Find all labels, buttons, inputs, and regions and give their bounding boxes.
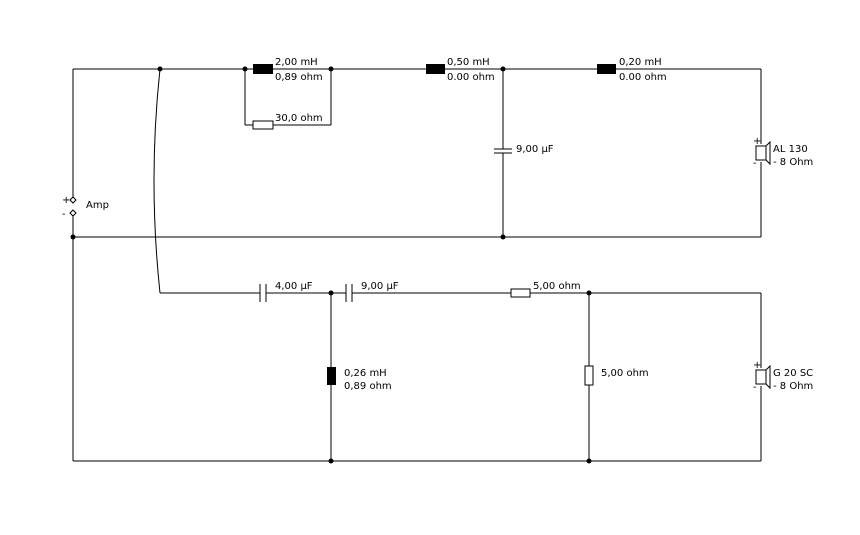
resistor-icon[interactable] xyxy=(584,365,594,386)
amp-minus-sign: - xyxy=(62,209,66,220)
inductor-l3-value: 0,20 mH xyxy=(619,57,662,68)
speaker-woofer-impedance: - 8 Ohm xyxy=(773,381,813,392)
inductor-l3-resistance: 0.00 ohm xyxy=(619,72,667,83)
inductor-l3[interactable]: 0,20 mH 0.00 ohm xyxy=(597,57,667,83)
inductor-shunt-resistance: 0,89 ohm xyxy=(344,381,392,392)
junction-node xyxy=(500,234,506,240)
amp-label: Amp xyxy=(86,200,109,211)
inductor-icon[interactable] xyxy=(327,367,336,385)
speaker-cone-icon xyxy=(765,364,771,390)
junction-node xyxy=(242,66,248,72)
junction-node xyxy=(586,458,592,464)
speaker-plus-sign: + xyxy=(753,360,761,371)
junction-node xyxy=(328,290,334,296)
inductor-l1-resistance: 0,89 ohm xyxy=(275,72,323,83)
speaker-minus-sign: - xyxy=(753,382,757,393)
capacitor-shunt[interactable]: 9,00 µF xyxy=(494,144,554,155)
junction-node xyxy=(328,458,334,464)
resistor-parallel-value: 30,0 ohm xyxy=(275,113,323,124)
junction-node xyxy=(157,66,163,72)
junction-node xyxy=(500,66,506,72)
speaker-minus-sign: - xyxy=(753,158,757,169)
inductor-l1[interactable]: 2,00 mH 0,89 ohm xyxy=(253,57,323,83)
inductor-icon[interactable] xyxy=(426,64,445,74)
inductor-shunt[interactable]: 0,26 mH 0,89 ohm xyxy=(327,367,392,392)
speaker-icon[interactable] xyxy=(755,369,767,385)
resistor-icon[interactable] xyxy=(252,120,274,130)
inductor-icon[interactable] xyxy=(253,64,273,74)
junction-node xyxy=(586,290,592,296)
capacitor-c1-value: 4,00 µF xyxy=(275,281,313,292)
inductor-l2-resistance: 0.00 ohm xyxy=(447,72,495,83)
resistor-series[interactable]: 5,00 ohm xyxy=(510,281,581,298)
capacitor-c1[interactable]: 4,00 µF xyxy=(259,281,313,302)
speaker-tweeter[interactable]: + - AL 130 - 8 Ohm xyxy=(753,136,813,169)
inductor-l2-value: 0,50 mH xyxy=(447,57,490,68)
amp-plus-terminal-icon[interactable] xyxy=(69,196,77,204)
capacitor-c2[interactable]: 9,00 µF xyxy=(345,281,399,302)
lower-circuit-wires xyxy=(72,68,762,462)
junction-node xyxy=(328,66,334,72)
resistor-shunt-value: 5,00 ohm xyxy=(601,368,649,379)
inductor-icon[interactable] xyxy=(597,64,616,74)
amp-terminal[interactable]: + - Amp xyxy=(62,195,109,220)
resistor-parallel[interactable]: 30,0 ohm xyxy=(252,113,323,130)
amp-minus-terminal-icon[interactable] xyxy=(69,209,77,217)
capacitor-c2-value: 9,00 µF xyxy=(361,281,399,292)
resistor-icon[interactable] xyxy=(510,288,531,298)
speaker-cone-icon xyxy=(765,140,771,166)
speaker-tweeter-name: AL 130 xyxy=(773,144,808,155)
amp-plus-sign: + xyxy=(62,195,70,206)
speaker-icon[interactable] xyxy=(755,145,767,161)
junction-nodes xyxy=(70,66,592,464)
inductor-l2[interactable]: 0,50 mH 0.00 ohm xyxy=(426,57,495,83)
resistor-shunt[interactable]: 5,00 ohm xyxy=(584,365,649,386)
inductor-l1-value: 2,00 mH xyxy=(275,57,318,68)
speaker-woofer[interactable]: + - G 20 SC - 8 Ohm xyxy=(753,360,813,393)
speaker-woofer-name: G 20 SC xyxy=(773,368,813,379)
speaker-tweeter-impedance: - 8 Ohm xyxy=(773,157,813,168)
junction-node xyxy=(70,234,76,240)
speaker-plus-sign: + xyxy=(753,136,761,147)
inductor-shunt-value: 0,26 mH xyxy=(344,368,387,379)
capacitor-shunt-value: 9,00 µF xyxy=(516,144,554,155)
upper-circuit-wires xyxy=(72,68,762,238)
resistor-series-value: 5,00 ohm xyxy=(533,281,581,292)
